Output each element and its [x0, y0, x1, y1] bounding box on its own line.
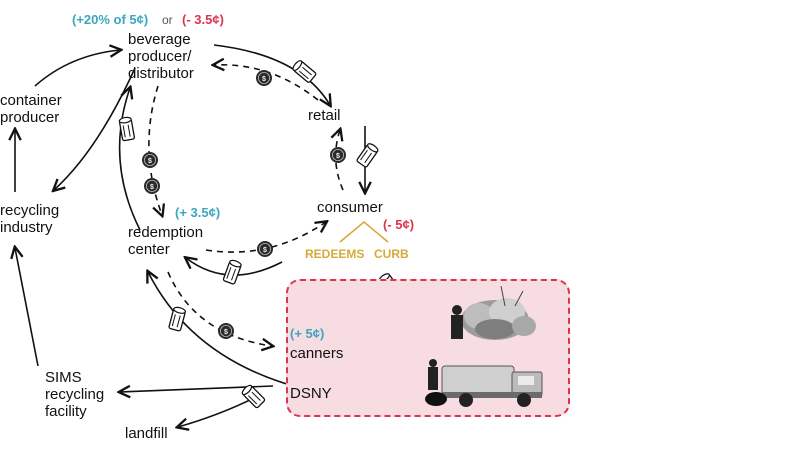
arrow-dsny-to-landfill: [178, 396, 257, 427]
svg-text:$: $: [150, 184, 154, 191]
nickel-coin-icon: $: [257, 241, 273, 257]
beverage-loss-value: (- 3.5¢): [182, 12, 224, 27]
arrow-dsny-to-redemption: [148, 272, 291, 386]
arrow-redemption-to-beverage: [118, 88, 141, 231]
node-beverage-producer: beverage producer/ distributor: [128, 31, 194, 82]
arrow-beverage-to-retail: [213, 44, 330, 105]
arrow-redemption-to-consumer-money: [205, 222, 326, 253]
node-canners: canners: [290, 345, 344, 362]
arrow-beverage-to-redemption-money: [148, 85, 162, 215]
or-text: or: [162, 13, 173, 27]
can-icon: [241, 384, 266, 409]
trash-bags-photo: [451, 286, 536, 340]
branch-curb: CURB: [374, 247, 409, 261]
arrow-consumer-to-retail-money: [336, 130, 344, 191]
consumer-loss-value: (- 5¢): [383, 217, 415, 232]
arrow-redemption-to-canners-money: [167, 271, 272, 346]
can-icon: [222, 259, 242, 285]
nickel-coin-icon: $: [142, 152, 158, 168]
node-redemption-center: redemption center: [128, 224, 204, 258]
arrow-sims-to-recycling: [15, 248, 39, 367]
svg-text:$: $: [263, 247, 267, 254]
branch-split-line: [339, 220, 389, 243]
node-consumer: consumer: [317, 199, 383, 216]
can-icon: [292, 60, 317, 83]
svg-text:$: $: [224, 329, 228, 336]
redemption-gain-value: (+ 3.5¢): [175, 205, 221, 220]
garbage-truck-photo: [425, 359, 543, 407]
nickel-coin-icon: $: [330, 147, 346, 163]
node-sims-facility: SIMS recycling facility: [45, 369, 105, 420]
node-recycling-industry: recycling industry: [0, 202, 60, 236]
nickel-coin-icon: $: [256, 70, 272, 86]
svg-text:$: $: [262, 76, 266, 83]
node-landfill: landfill: [125, 425, 168, 442]
canners-gain-value: (+ 5¢): [290, 326, 325, 341]
branch-redeems: REDEEMS: [305, 247, 365, 261]
beverage-gain-value: (+20% of 5¢): [72, 12, 149, 27]
nickel-coin-icon: $: [144, 178, 160, 194]
node-container-producer: container producer: [0, 92, 62, 126]
node-dsny: DSNY: [290, 385, 332, 402]
arrow-container-to-beverage: [34, 50, 120, 87]
can-icon: [118, 116, 135, 142]
nickel-coin-icon: $: [218, 323, 234, 339]
can-icon: [356, 143, 379, 168]
svg-text:$: $: [336, 153, 340, 160]
node-retail: retail: [308, 107, 341, 124]
can-icon: [168, 306, 187, 332]
svg-text:$: $: [148, 158, 152, 165]
